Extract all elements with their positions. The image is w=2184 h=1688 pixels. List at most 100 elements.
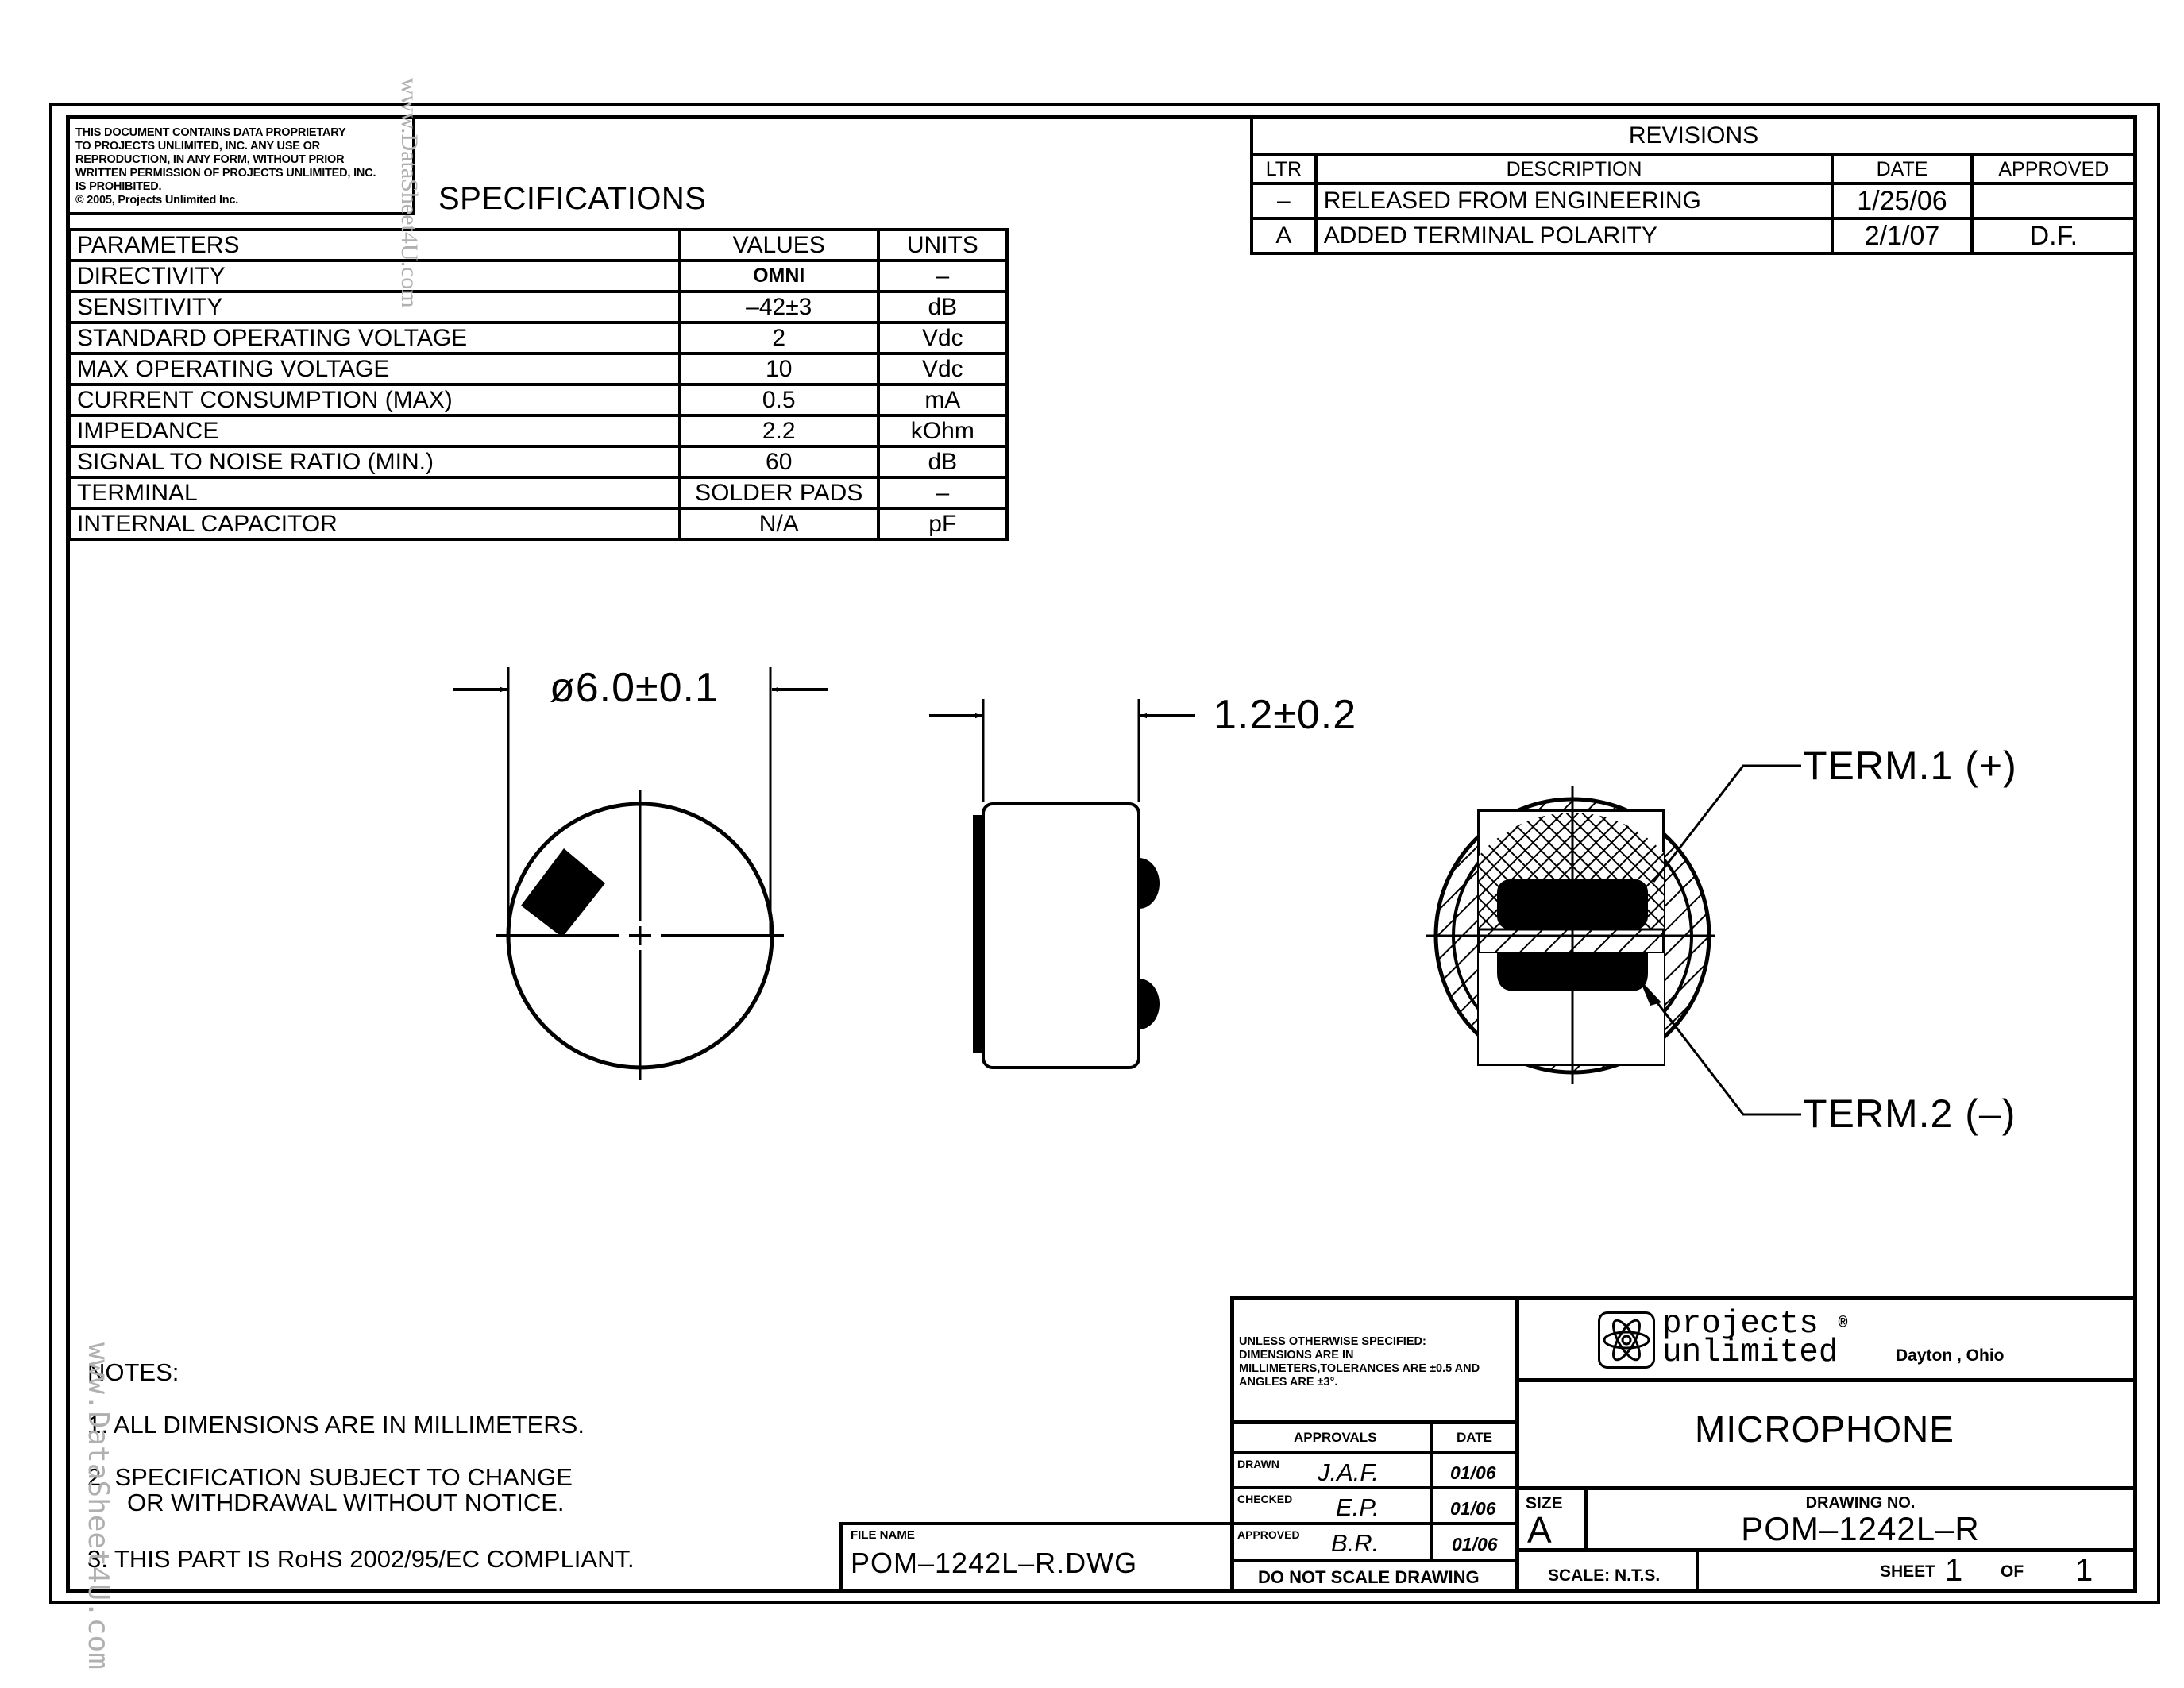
registered-mark: ® — [1838, 1315, 1848, 1333]
value-cell: 60 — [677, 445, 880, 479]
notes-title: NOTES: — [87, 1358, 179, 1386]
checked-date: 01/06 — [1450, 1498, 1496, 1519]
unit-cell: – — [876, 476, 1009, 510]
proprietary-line: TO PROJECTS UNLIMITED, INC. ANY USE OR — [75, 140, 320, 153]
approved-initials: B.R. — [1331, 1529, 1379, 1557]
table-row: INTERNAL CAPACITOR N/A pF — [68, 507, 1009, 541]
table-row: SENSITIVITY –42±3 dB — [68, 290, 1009, 324]
company-location: Dayton , Ohio — [1896, 1346, 2005, 1365]
company-logo — [1598, 1311, 1655, 1369]
approved-date: 01/06 — [1452, 1534, 1498, 1555]
header-units: UNITS — [876, 228, 1009, 262]
tolerance-line: MILLIMETERS,TOLERANCES ARE ±0.5 AND — [1239, 1362, 1480, 1375]
param-cell: DIRECTIVITY — [68, 259, 681, 293]
drawn-date: 01/06 — [1450, 1462, 1496, 1483]
proprietary-line: REPRODUCTION, IN ANY FORM, WITHOUT PRIOR — [75, 153, 345, 166]
drawing-no-label: DRAWING NO. — [1805, 1494, 1916, 1512]
atom-logo-icon — [1603, 1319, 1650, 1362]
unit-cell: pF — [876, 507, 1009, 541]
polarity-marker-icon — [521, 848, 605, 937]
header-date: DATE — [1831, 153, 1974, 185]
company-name-line2: unlimited — [1662, 1335, 1839, 1371]
header-approved: APPROVED — [1970, 153, 2138, 185]
terminal-1-label: TERM.1 (+) — [1803, 744, 2017, 788]
revisions-table: REVISIONS LTR DESCRIPTION DATE APPROVED … — [1250, 115, 2138, 255]
param-cell: INTERNAL CAPACITOR — [68, 507, 681, 541]
table-row: STANDARD OPERATING VOLTAGE 2 Vdc — [68, 321, 1009, 355]
proprietary-line: WRITTEN PERMISSION OF PROJECTS UNLIMITED… — [75, 167, 376, 180]
diameter-dimension: ø6.0±0.1 — [550, 665, 719, 711]
approved-cell: D.F. — [1970, 217, 2138, 255]
terminal-view — [1426, 764, 1801, 1116]
value-cell: 10 — [677, 352, 880, 386]
table-row: MAX OPERATING VOLTAGE 10 Vdc — [68, 352, 1009, 386]
header-values: VALUES — [677, 228, 880, 262]
table-header-row: LTR DESCRIPTION DATE APPROVED — [1250, 153, 2138, 185]
value-cell: 2 — [677, 321, 880, 355]
description-cell: RELEASED FROM ENGINEERING — [1314, 182, 1835, 220]
sheet-number: 1 — [1945, 1553, 1963, 1588]
param-cell: TERMINAL — [68, 476, 681, 510]
note-text: ALL DIMENSIONS ARE IN MILLIMETERS. — [113, 1411, 585, 1439]
table-row: – RELEASED FROM ENGINEERING 1/25/06 — [1250, 182, 2138, 220]
side-view — [929, 699, 1195, 1069]
tolerance-notes: UNLESS OTHERWISE SPECIFIED: DIMENSIONS A… — [1239, 1335, 1480, 1389]
unit-cell: kOhm — [876, 414, 1009, 448]
drawn-initials: J.A.F. — [1318, 1458, 1379, 1486]
company-name: projects ® unlimited — [1662, 1308, 1848, 1371]
param-cell: STANDARD OPERATING VOLTAGE — [68, 321, 681, 355]
specifications-title: SPECIFICATIONS — [438, 181, 707, 216]
table-row: A ADDED TERMINAL POLARITY 2/1/07 D.F. — [1250, 217, 2138, 255]
tolerance-line: ANGLES ARE ±3°. — [1239, 1376, 1338, 1389]
revisions-title-row: REVISIONS — [1250, 115, 2137, 156]
value-cell: SOLDER PADS — [677, 476, 880, 510]
proprietary-line: IS PROHIBITED. — [75, 180, 162, 193]
param-cell: CURRENT CONSUMPTION (MAX) — [68, 383, 681, 417]
table-row: IMPEDANCE 2.2 kOhm — [68, 414, 1009, 448]
value-cell: –42±3 — [677, 290, 880, 324]
note-text: SPECIFICATION SUBJECT TO CHANGE — [114, 1463, 573, 1491]
ltr-cell: A — [1250, 217, 1318, 255]
company-name-line1: projects — [1662, 1306, 1819, 1342]
note-2: 2. SPECIFICATION SUBJECT TO CHANGE — [87, 1463, 573, 1492]
do-not-scale-note: DO NOT SCALE DRAWING — [1258, 1567, 1480, 1587]
tolerance-line: UNLESS OTHERWISE SPECIFIED: — [1239, 1335, 1426, 1348]
drawn-label: DRAWN — [1237, 1458, 1279, 1470]
header-parameters: PARAMETERS — [68, 228, 681, 262]
approvals-date-header: DATE — [1457, 1430, 1493, 1445]
note-3: 3. THIS PART IS RoHS 2002/95/EC COMPLIAN… — [87, 1545, 635, 1574]
value-cell: OMNI — [677, 259, 880, 293]
thickness-dimension: 1.2±0.2 — [1214, 692, 1357, 738]
note-text: THIS PART IS RoHS 2002/95/EC COMPLIANT. — [114, 1545, 635, 1573]
top-view — [453, 667, 828, 1080]
drawing-outer-border — [49, 103, 2160, 1604]
watermark-bottom: www.DataSheet4U.com — [82, 1342, 114, 1670]
table-row: TERMINAL SOLDER PADS – — [68, 476, 1009, 510]
approvals-header: APPROVALS — [1294, 1430, 1377, 1445]
unit-cell: dB — [876, 290, 1009, 324]
copyright-line: © 2005, Projects Unlimited Inc. — [75, 194, 239, 207]
checked-label: CHECKED — [1237, 1493, 1293, 1505]
table-header-row: PARAMETERS VALUES UNITS — [68, 228, 1009, 262]
proprietary-notice: THIS DOCUMENT CONTAINS DATA PROPRIETARY … — [66, 115, 415, 215]
part-title: MICROPHONE — [1695, 1408, 1954, 1450]
param-cell: IMPEDANCE — [68, 414, 681, 448]
terminal-2-label: TERM.2 (–) — [1803, 1091, 2016, 1136]
title-block-right: projects ® unlimited Dayton , Ohio MICRO… — [1516, 1296, 2137, 1593]
watermark-top: www.DataSheet4U.com — [396, 78, 423, 308]
value-cell: 2.2 — [677, 414, 880, 448]
date-cell: 2/1/07 — [1831, 217, 1974, 255]
approved-cell — [1970, 182, 2138, 220]
note-number: 1. — [87, 1411, 108, 1439]
table-row: CURRENT CONSUMPTION (MAX) 0.5 mA — [68, 383, 1009, 417]
sheet-total: 1 — [2075, 1553, 2093, 1588]
unit-cell: mA — [876, 383, 1009, 417]
unit-cell: Vdc — [876, 321, 1009, 355]
specifications-table: PARAMETERS VALUES UNITS DIRECTIVITY OMNI… — [68, 228, 1009, 541]
note-1: 1. ALL DIMENSIONS ARE IN MILLIMETERS. — [87, 1411, 585, 1439]
size-label: SIZE — [1526, 1494, 1563, 1512]
param-cell: SIGNAL TO NOISE RATIO (MIN.) — [68, 445, 681, 479]
value-cell: N/A — [677, 507, 880, 541]
of-label: OF — [2001, 1562, 2024, 1581]
